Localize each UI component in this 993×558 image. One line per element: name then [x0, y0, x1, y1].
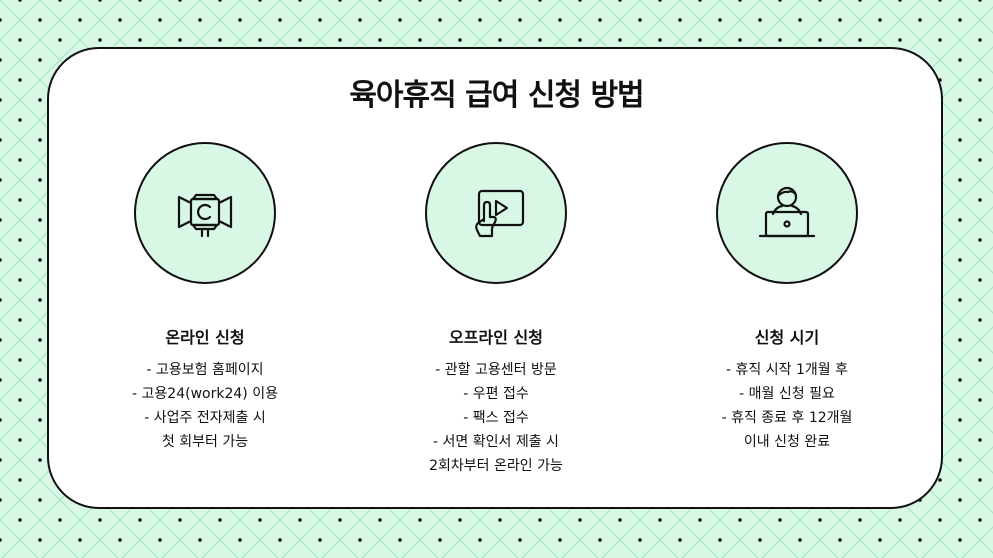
column-online: 온라인 신청 - 고용보험 홈페이지 - 고용24(work24) 이용 - 사…: [85, 142, 325, 454]
column-lines: - 관할 고용센터 방문 - 우편 접수 - 팩스 접수 - 서면 확인서 제출…: [376, 358, 616, 478]
list-item: 2회차부터 온라인 가능: [429, 458, 563, 474]
list-item: 이내 신청 완료: [743, 434, 831, 450]
list-item: - 서면 확인서 제출 시: [433, 434, 559, 450]
list-item: - 휴직 시작 1개월 후: [726, 362, 848, 378]
column-heading: 신청 시기: [754, 328, 820, 347]
tablet-video-icon: [475, 189, 525, 238]
icon-circle: [134, 142, 276, 284]
list-item: 첫 회부터 가능: [161, 434, 249, 450]
list-item: - 고용24(work24) 이용: [132, 386, 278, 402]
list-item: - 우편 접수: [463, 386, 529, 402]
column-offline: 오프라인 신청 - 관할 고용센터 방문 - 우편 접수 - 팩스 접수 - 서…: [376, 142, 616, 478]
icon-circle: [716, 142, 858, 284]
spotlight-icon: [177, 193, 233, 238]
list-item: - 매월 신청 필요: [739, 386, 835, 402]
column-heading: 온라인 신청: [165, 328, 245, 347]
icon-circle: [425, 142, 567, 284]
column-timing: 신청 시기 - 휴직 시작 1개월 후 - 매월 신청 필요 - 휴직 종료 후…: [667, 142, 907, 454]
list-item: - 팩스 접수: [463, 410, 529, 426]
column-lines: - 휴직 시작 1개월 후 - 매월 신청 필요 - 휴직 종료 후 12개월 …: [667, 358, 907, 454]
list-item: - 고용보험 홈페이지: [146, 362, 264, 378]
person-laptop-icon: [758, 186, 816, 238]
list-item: - 사업주 전자제출 시: [144, 410, 266, 426]
column-heading: 오프라인 신청: [449, 328, 543, 347]
list-item: - 휴직 종료 후 12개월: [721, 410, 853, 426]
page-title: 육아휴직 급여 신청 방법: [349, 78, 644, 113]
column-lines: - 고용보험 홈페이지 - 고용24(work24) 이용 - 사업주 전자제출…: [85, 358, 325, 454]
list-item: - 관할 고용센터 방문: [435, 362, 557, 378]
